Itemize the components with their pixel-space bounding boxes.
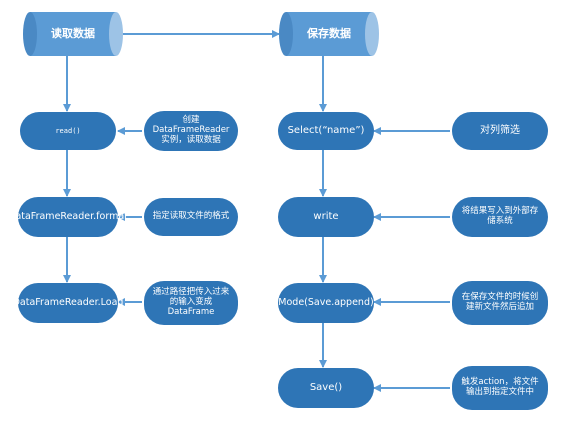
note-append-new: 在保存文件的时候创建新文件然后追加 <box>452 281 548 325</box>
save-data-drum <box>279 12 379 56</box>
load-node: DataFrameReader.Load <box>13 283 123 323</box>
save-node: Save() <box>278 368 374 408</box>
read-data-label: 读取数据 <box>51 26 95 40</box>
note-create-reader: 创建DataFrameReader实例，读取数据 <box>144 111 238 151</box>
save-data-label: 保存数据 <box>307 26 351 40</box>
note-trigger-action: 触发action，将文件输出到指定文件中 <box>452 366 548 410</box>
read-node: read() <box>20 112 116 150</box>
mode-node: Mode(Save.append) <box>278 283 374 323</box>
note-specify-format: 指定读取文件的格式 <box>144 198 238 236</box>
read-data-drum <box>23 12 123 56</box>
format-node: DataFrameReader.format <box>8 197 128 237</box>
write-node: write <box>278 197 374 237</box>
note-write-external: 将结果写入到外部存储系统 <box>452 197 548 237</box>
note-filter-columns: 对列筛选 <box>452 112 548 150</box>
note-pass-path: 通过路径把传入过来的输入变成DataFrame <box>144 281 238 325</box>
select-node: Select(“name”) <box>278 112 374 150</box>
